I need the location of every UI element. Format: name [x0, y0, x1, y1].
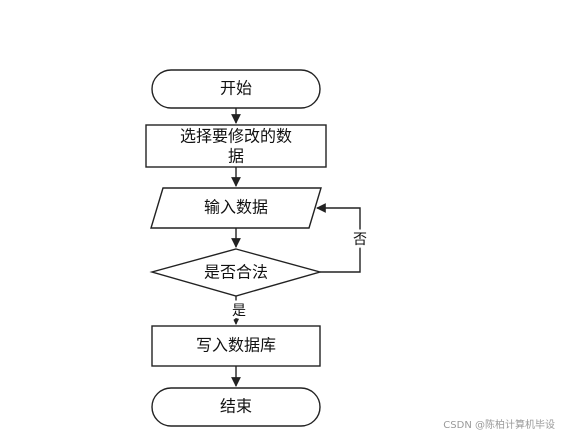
- input-label: 输入数据: [204, 198, 268, 217]
- yes-label: 是: [232, 303, 246, 319]
- write-label: 写入数据库: [196, 336, 276, 355]
- start-node: 开始: [151, 69, 321, 109]
- decision-label: 是否合法: [204, 263, 268, 282]
- start-label: 开始: [220, 79, 252, 98]
- select-label-line1: 选择要修改的数: [180, 127, 292, 146]
- write-db-node: 写入数据库: [151, 325, 321, 367]
- select-data-node: 选择要修改的数 据: [145, 124, 327, 168]
- decision-node: 是否合法: [149, 248, 323, 297]
- no-label: 否: [353, 232, 367, 248]
- csdn-watermark: CSDN @陈柏计算机毕设: [443, 420, 555, 431]
- end-label: 结束: [220, 397, 252, 416]
- arrow-decision-no-loop: [316, 203, 361, 273]
- select-label-line2: 据: [228, 147, 244, 166]
- end-node: 结束: [151, 387, 321, 427]
- input-data-node: 输入数据: [150, 187, 322, 229]
